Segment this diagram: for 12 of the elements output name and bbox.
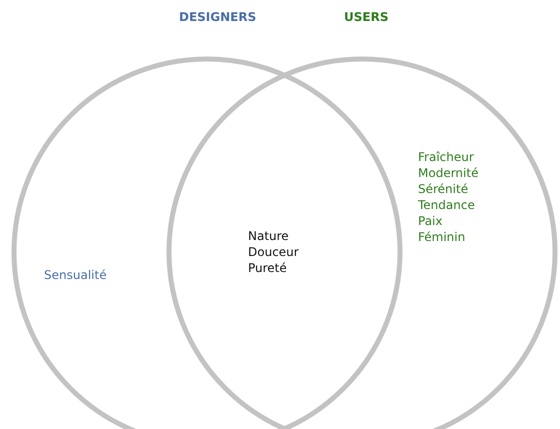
shared-term: Pureté xyxy=(248,260,287,276)
shared-term: Nature xyxy=(248,228,289,244)
set-heading: DESIGNERS xyxy=(179,9,256,25)
set-term: Féminin xyxy=(418,229,466,245)
set-term: Paix xyxy=(418,213,442,229)
shared-term: Douceur xyxy=(248,244,299,260)
set-term: Modernité xyxy=(418,165,478,181)
set-term: Sensualité xyxy=(44,267,107,283)
set-term: Tendance xyxy=(418,197,475,213)
set-term: Fraîcheur xyxy=(418,149,474,165)
set-term: Sérénité xyxy=(418,181,468,197)
set-heading: USERS xyxy=(344,9,388,25)
